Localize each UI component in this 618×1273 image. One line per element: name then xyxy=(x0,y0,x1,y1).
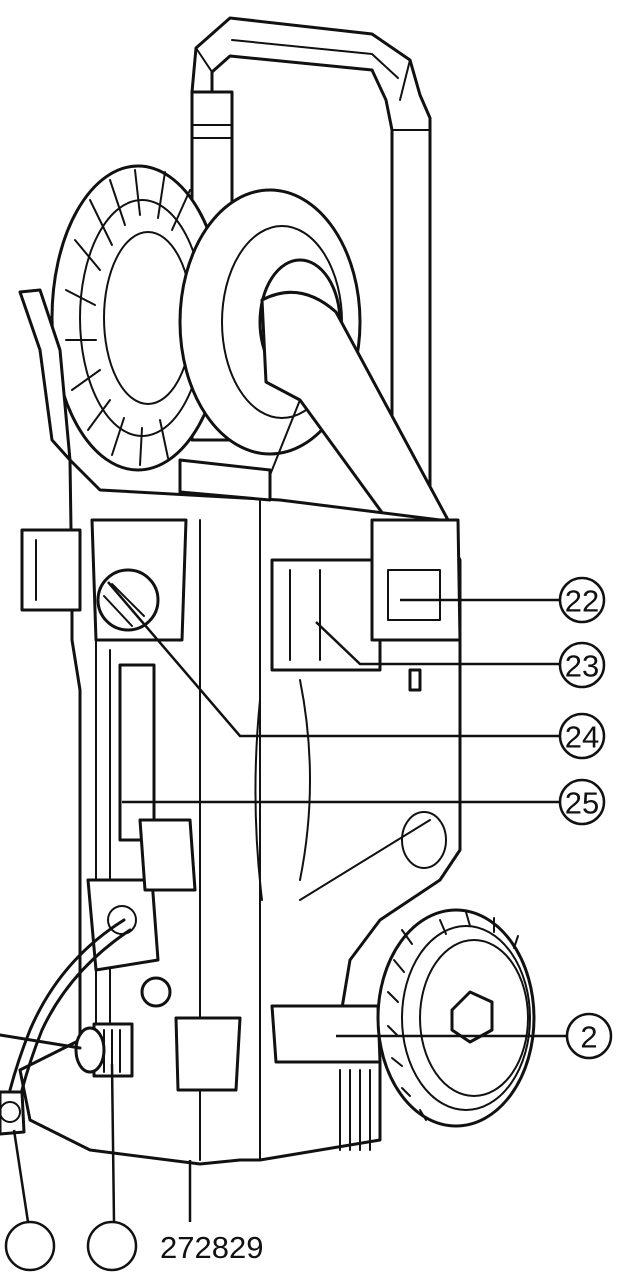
wheel-tread xyxy=(387,911,519,1121)
callout-23: 23 xyxy=(558,641,606,689)
wheel xyxy=(376,908,536,1128)
callout-24: 24 xyxy=(558,712,606,760)
callout-28 xyxy=(86,1220,138,1272)
svg-text:24: 24 xyxy=(565,720,599,755)
callout-25: 25 xyxy=(558,778,606,826)
svg-text:22: 22 xyxy=(565,584,599,619)
svg-text:2: 2 xyxy=(580,1020,597,1055)
svg-text:25: 25 xyxy=(565,786,599,821)
svg-text:23: 23 xyxy=(565,649,599,684)
leader-24 xyxy=(107,581,560,738)
callout-label-272829: 272829 xyxy=(160,1230,263,1265)
callout-22: 22 xyxy=(558,576,606,624)
callout-2: 2 xyxy=(565,1012,613,1060)
main-body xyxy=(18,458,462,1166)
leader-27 xyxy=(12,1129,30,1223)
hose-reel-spokes xyxy=(65,169,191,466)
leader-28 xyxy=(110,1063,116,1223)
leader-23 xyxy=(315,621,560,666)
callout-27 xyxy=(4,1220,56,1272)
leader-lines xyxy=(12,581,568,1223)
power-cord xyxy=(0,918,132,1136)
